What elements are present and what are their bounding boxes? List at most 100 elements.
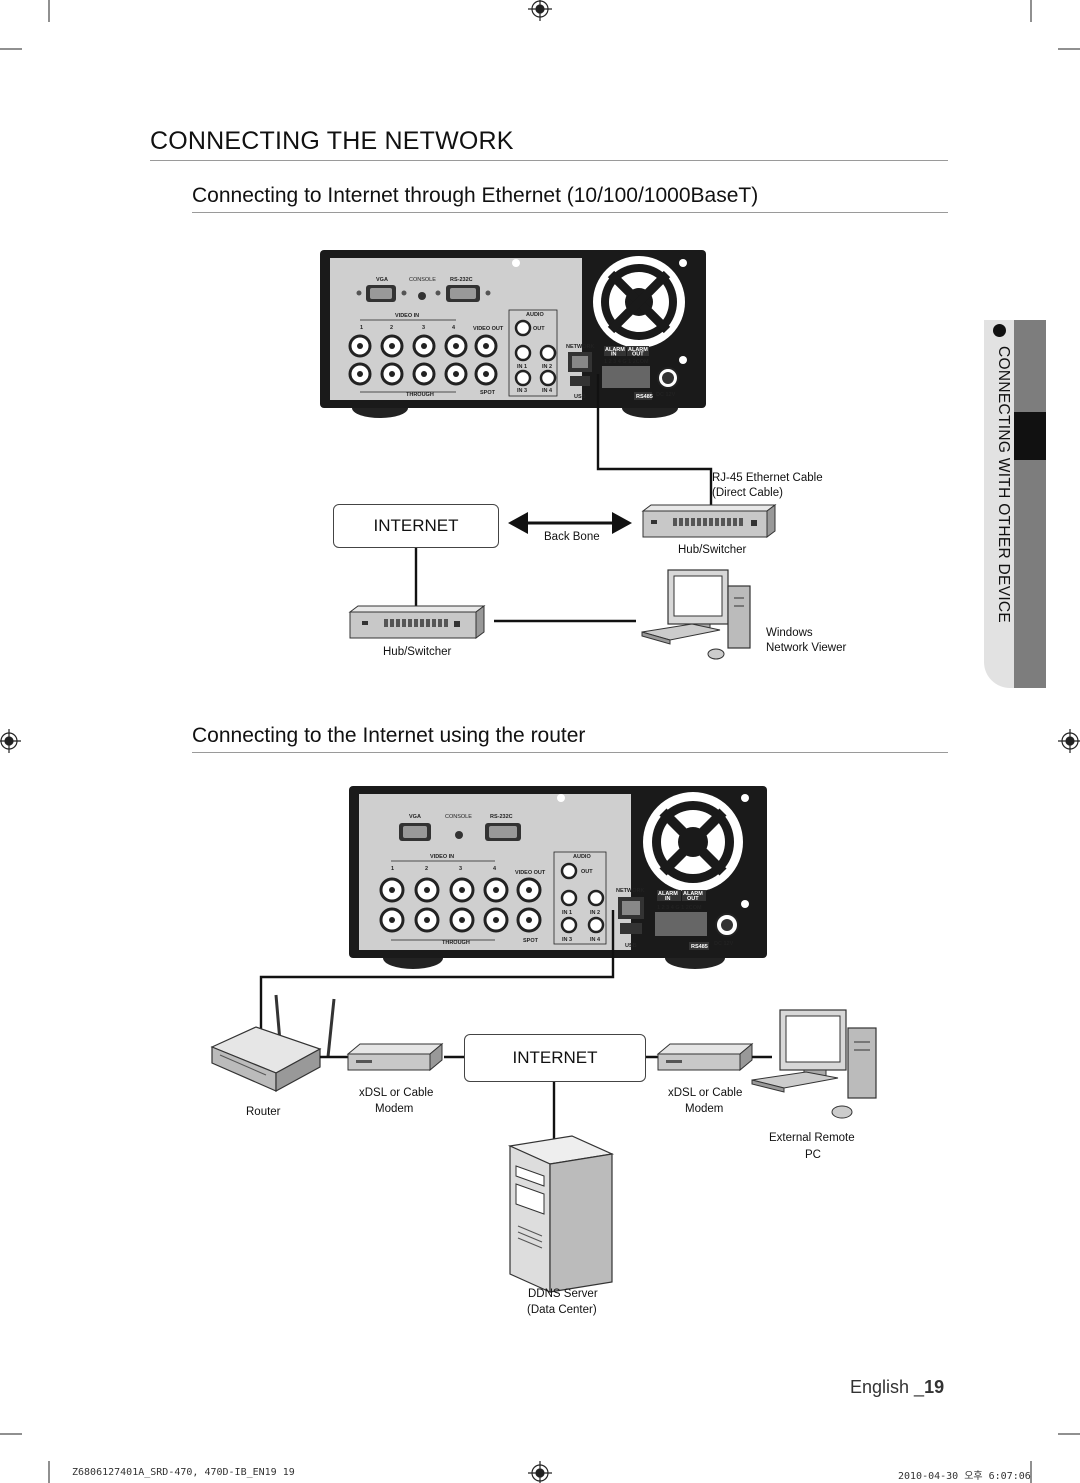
svg-text:ALARM: ALARM (658, 891, 678, 897)
svg-text:4: 4 (493, 866, 497, 872)
svg-text:AUDIO: AUDIO (526, 312, 544, 318)
svg-text:IN: IN (611, 352, 617, 358)
svg-text:3: 3 (459, 866, 462, 872)
modem-left-label-2: Modem (375, 1103, 413, 1115)
print-footer-right: 2010-04-30 오후 6:07:06 (898, 1471, 1031, 1482)
backbone-label: Back Bone (544, 531, 600, 543)
svg-text:1: 1 (391, 866, 394, 872)
section1-heading: Connecting to Internet through Ethernet … (192, 184, 759, 207)
svg-text:RS-232C: RS-232C (490, 814, 513, 820)
svg-text:VIDEO IN: VIDEO IN (430, 854, 454, 860)
svg-text:1 2 3 4 G 1 2COM: 1 2 3 4 G 1 2COM (604, 359, 649, 365)
svg-text:IN 1: IN 1 (562, 910, 572, 916)
hub-left-label: Hub/Switcher (383, 646, 452, 658)
registration-mark-top (528, 0, 552, 21)
svg-text:IN 2: IN 2 (590, 910, 600, 916)
hub-switch-right (641, 504, 777, 538)
svg-text:SPOT: SPOT (480, 390, 496, 396)
svg-text:OUT: OUT (533, 326, 545, 332)
router-device (210, 994, 336, 1093)
ddns-server (507, 1135, 615, 1293)
svg-text:IN 2: IN 2 (542, 364, 552, 370)
svg-text:OUT: OUT (687, 896, 699, 902)
registration-mark-right (1058, 729, 1080, 753)
svg-text:RS485: RS485 (636, 394, 653, 400)
svg-text:VGA: VGA (409, 814, 421, 820)
page-number: 19 (924, 1377, 945, 1397)
svg-text:CONSOLE: CONSOLE (409, 277, 436, 283)
svg-text:VIDEO IN: VIDEO IN (395, 313, 419, 319)
svg-text:ALARM: ALARM (628, 347, 648, 353)
modem-right (656, 1042, 754, 1072)
cable-label-1: RJ-45 Ethernet Cable (712, 472, 823, 484)
dvr-rear-panel-2: VGA CONSOLE RS-232C VIDEO IN 1 2 3 4 VID… (349, 786, 767, 969)
modem-right-label-1: xDSL or Cable (668, 1087, 742, 1099)
svg-text:ALARM: ALARM (683, 891, 703, 897)
cable-label-2: (Direct Cable) (712, 487, 783, 499)
section1-rule (192, 212, 948, 213)
router-cable (259, 910, 615, 1035)
svg-text:IN 3: IN 3 (562, 937, 572, 943)
svg-text:VIDEO OUT: VIDEO OUT (473, 326, 504, 332)
svg-text:THROUGH: THROUGH (442, 940, 470, 946)
page-number-footer: English _19 (850, 1377, 944, 1398)
page-title: CONNECTING THE NETWORK (150, 127, 514, 155)
svg-text:OUT: OUT (632, 352, 644, 358)
pc2-label-2: PC (805, 1149, 821, 1161)
section2-rule (192, 752, 948, 753)
svg-text:USB: USB (574, 394, 586, 400)
svg-text:4: 4 (452, 325, 456, 331)
svg-text:IN 4: IN 4 (590, 937, 601, 943)
server-label-2: (Data Center) (527, 1304, 597, 1316)
svg-text:ALARM: ALARM (605, 347, 625, 353)
svg-text:1: 1 (360, 325, 363, 331)
server-label-1: DDNS Server (528, 1288, 598, 1300)
pc1-label-2: Network Viewer (766, 642, 846, 654)
svg-text:AUDIO: AUDIO (573, 854, 591, 860)
internet-cloud-box-2: INTERNET (464, 1034, 646, 1082)
svg-text:USB: USB (625, 943, 637, 949)
registration-mark-left (0, 729, 21, 753)
chapter-side-tab: CONNECTING WITH OTHER DEVICE (984, 320, 1046, 688)
modem-left-label-1: xDSL or Cable (359, 1087, 433, 1099)
svg-text:RS485: RS485 (691, 944, 708, 950)
svg-text:1 2 3 4 G 1 2COM: 1 2 3 4 G 1 2COM (657, 905, 702, 911)
bullet-icon (993, 324, 1006, 337)
print-footer-left: Z6806127401A_SRD-470, 470D-IB_EN19 19 (72, 1467, 295, 1478)
svg-text:SPOT: SPOT (523, 938, 539, 944)
rj45-cable (596, 374, 713, 505)
pc1-label-1: Windows (766, 627, 813, 639)
svg-text:IN 4: IN 4 (542, 388, 553, 394)
svg-text:3: 3 (422, 325, 425, 331)
modem-left (346, 1042, 444, 1072)
svg-text:NETWORK: NETWORK (616, 888, 644, 894)
svg-text:2: 2 (390, 325, 393, 331)
svg-text:VGA: VGA (376, 277, 388, 283)
backbone-arrow (508, 512, 632, 534)
svg-text:IN: IN (665, 896, 671, 902)
svg-text:IN 3: IN 3 (517, 388, 527, 394)
internet-cloud-box-1: INTERNET (333, 504, 499, 548)
pc-external-remote (751, 1009, 877, 1119)
side-tab-label: CONNECTING WITH OTHER DEVICE (995, 346, 1012, 624)
svg-text:VIDEO OUT: VIDEO OUT (515, 870, 546, 876)
section2-heading: Connecting to the Internet using the rou… (192, 724, 586, 747)
hub-switch-left (348, 605, 486, 639)
pc-network-viewer (641, 569, 751, 660)
registration-mark-bottom (528, 1461, 552, 1483)
dvr-rear-panel: VGA CONSOLE RS-232C VIDEO IN 1 2 3 4 VID… (320, 250, 706, 418)
svg-text:DC 12V: DC 12V (656, 392, 676, 398)
hub-right-label: Hub/Switcher (678, 544, 747, 556)
svg-text:CONSOLE: CONSOLE (445, 814, 472, 820)
title-rule (150, 160, 948, 161)
svg-text:RS-232C: RS-232C (450, 277, 473, 283)
modem-right-label-2: Modem (685, 1103, 723, 1115)
page-language: English _ (850, 1377, 925, 1397)
svg-text:IN 1: IN 1 (517, 364, 527, 370)
svg-text:THROUGH: THROUGH (406, 392, 434, 398)
svg-text:2: 2 (425, 866, 428, 872)
pc2-label-1: External Remote (769, 1132, 855, 1144)
